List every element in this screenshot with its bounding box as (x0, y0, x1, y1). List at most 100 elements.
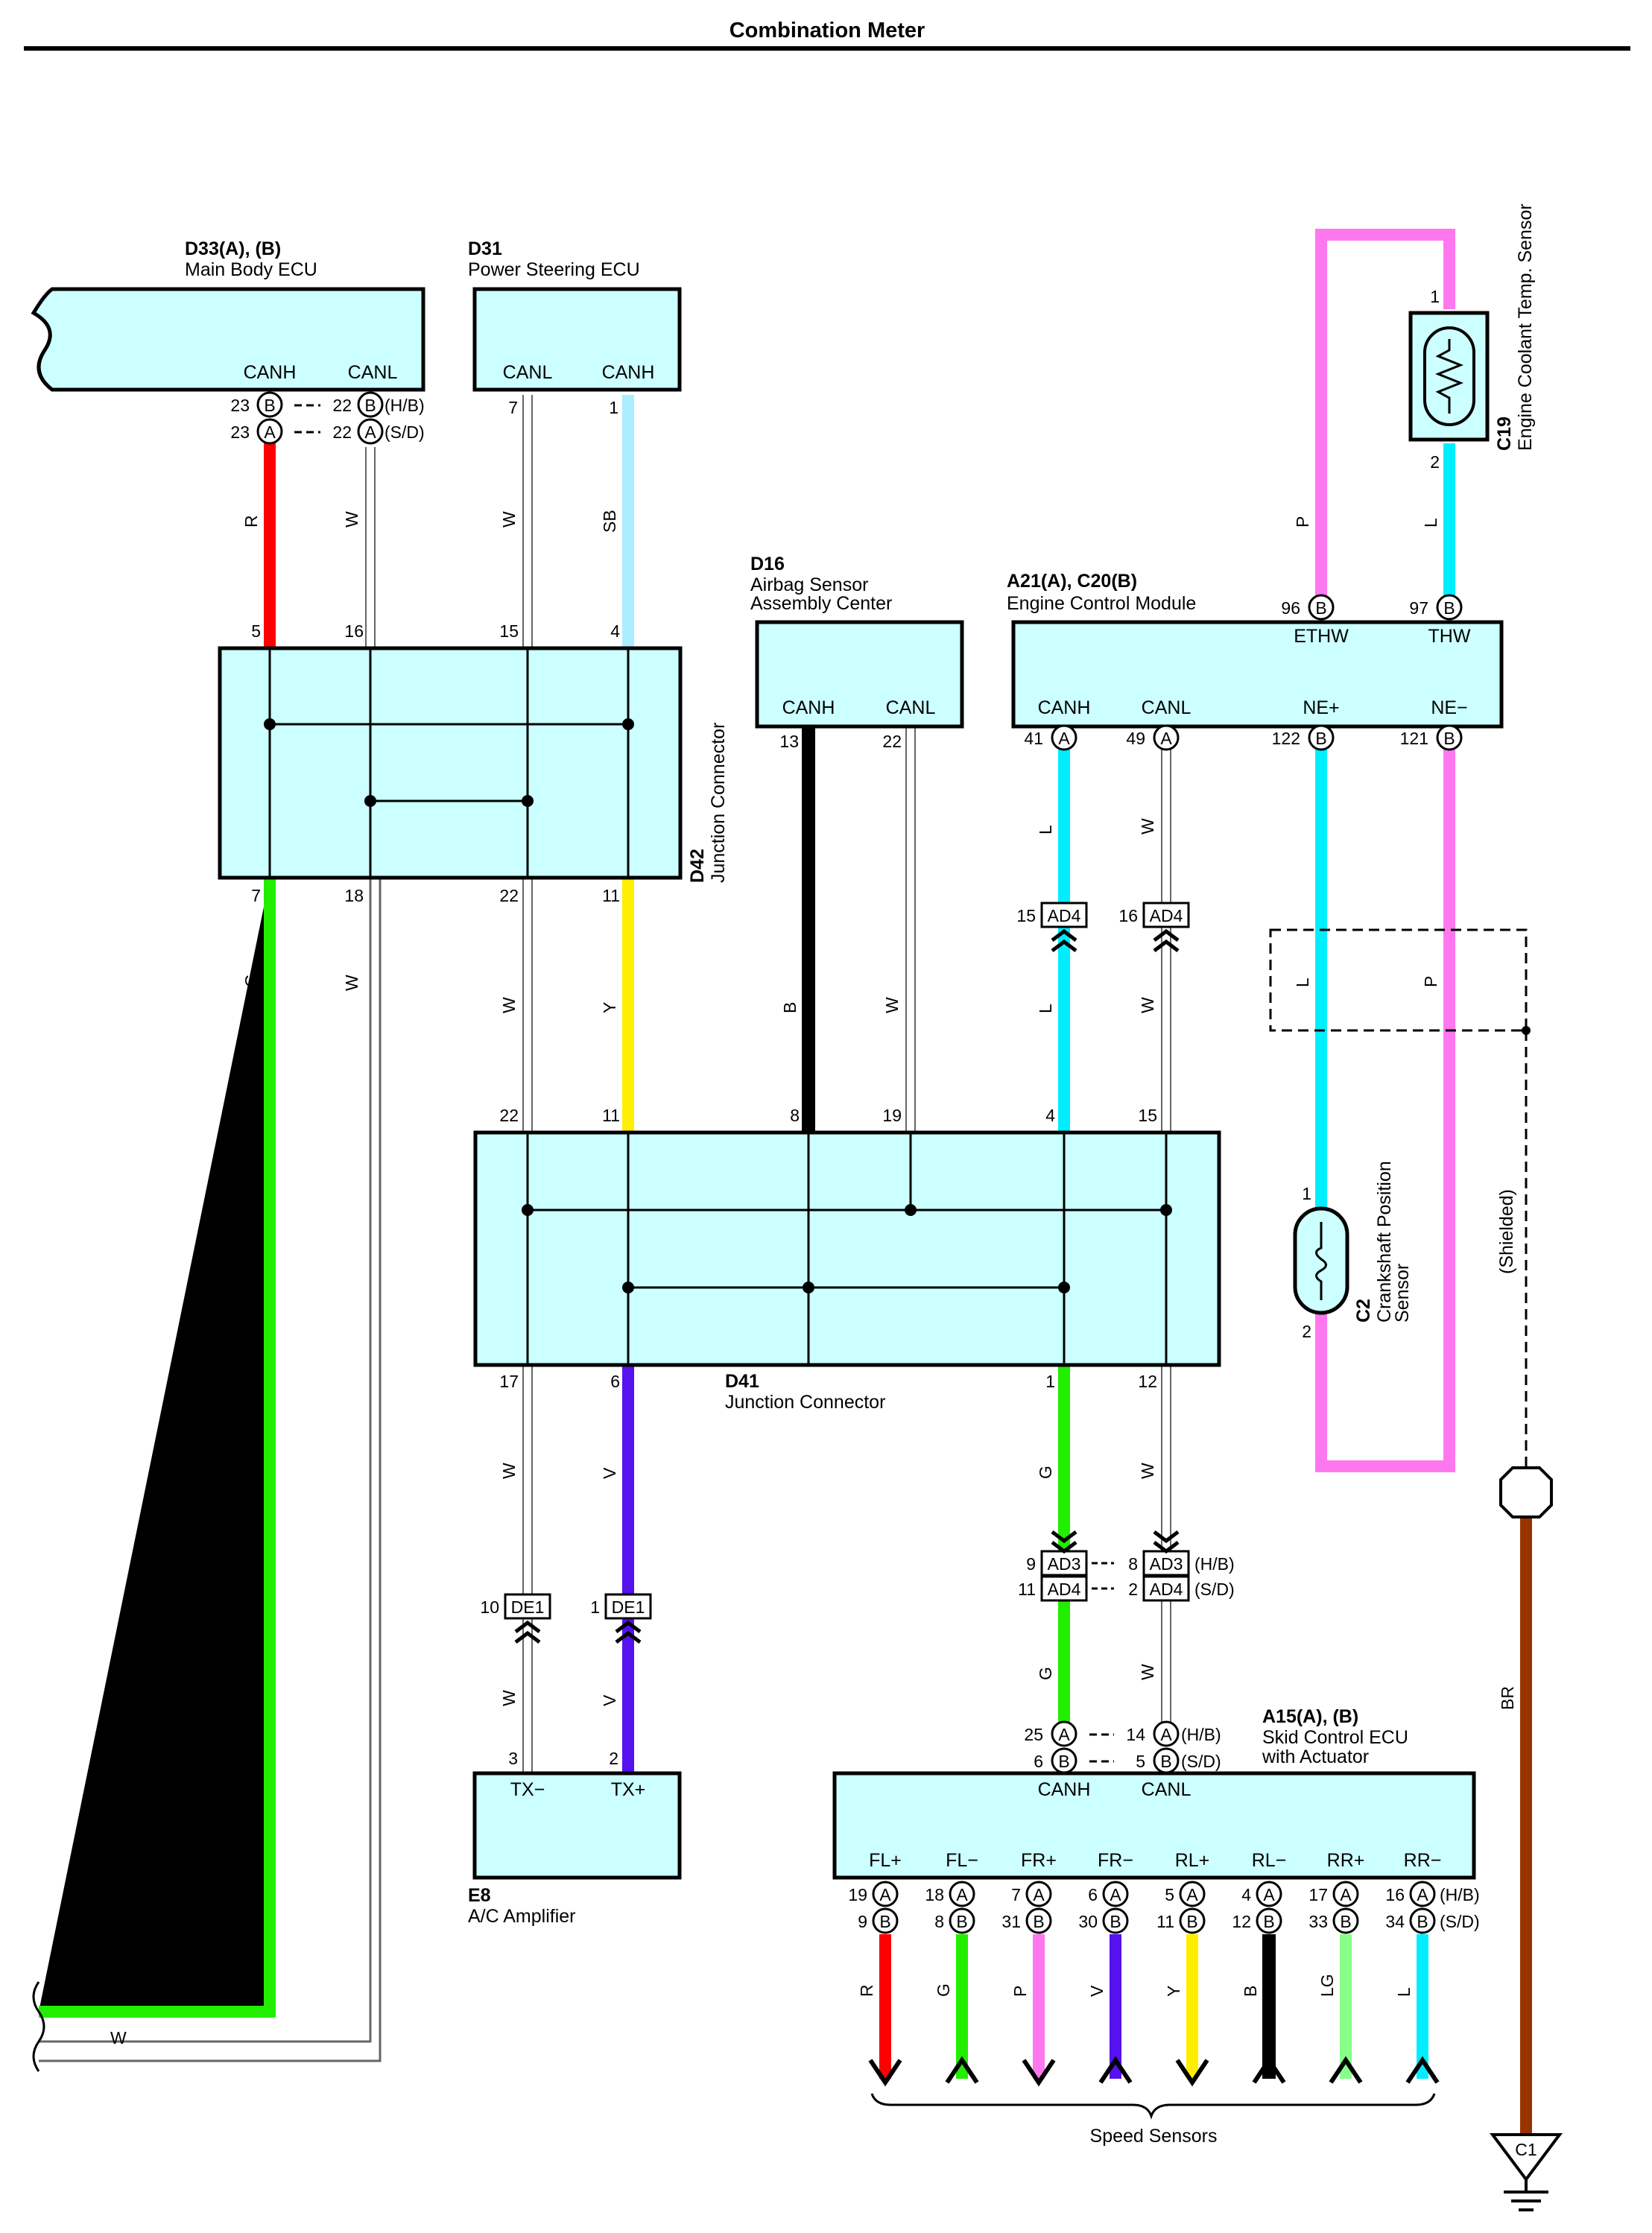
svg-text:BR: BR (1498, 1686, 1517, 1710)
a15-wire-label-2: P (1010, 1986, 1030, 1997)
svg-text:Engine Control Module: Engine Control Module (1007, 593, 1196, 614)
a15-term-1: FL− (946, 1850, 978, 1871)
d31-name: Power Steering ECU (468, 259, 640, 280)
svg-text:A: A (1186, 1885, 1198, 1904)
svg-text:B: B (879, 1912, 890, 1931)
svg-text:Sensor: Sensor (1392, 1264, 1413, 1323)
a15-wire-label-5: B (1241, 1986, 1260, 1997)
a15-wire-label-1: G (934, 1983, 953, 1997)
svg-text:7: 7 (251, 886, 261, 905)
svg-text:1: 1 (590, 1597, 600, 1617)
a15-pin-pa-1 (949, 1881, 975, 1907)
svg-text:AD4: AD4 (1048, 906, 1081, 925)
wire-pink-nem (1315, 747, 1455, 1472)
svg-text:22: 22 (332, 422, 352, 442)
svg-text:CANH: CANH (1038, 1779, 1091, 1800)
svg-text:A: A (1033, 1885, 1045, 1904)
svg-text:B: B (1058, 1752, 1069, 1771)
svg-text:TX+: TX+ (611, 1779, 646, 1800)
a15-pinnum-pb-5: 12 (1232, 1912, 1251, 1931)
d33-name: Main Body ECU (185, 259, 317, 280)
svg-text:2: 2 (609, 1749, 618, 1768)
shield-box (1269, 928, 1528, 1032)
coolant-temp-sensor: 1 2 C19 Engine Coolant Temp. Sensor (1408, 203, 1536, 472)
svg-text:D41: D41 (725, 1371, 759, 1392)
a15-pin-pb-0 (872, 1907, 899, 1934)
a15-pinnum-pa-6: 17 (1308, 1885, 1328, 1904)
svg-text:(S/D): (S/D) (1181, 1752, 1221, 1771)
svg-text:E8: E8 (468, 1885, 491, 1906)
svg-text:3: 3 (508, 1749, 518, 1768)
svg-text:(H/B): (H/B) (384, 396, 425, 415)
skid-control-ecu: A15(A), (B) Skid Control ECU with Actuat… (832, 1706, 1480, 1997)
svg-text:V: V (600, 1467, 619, 1479)
svg-text:6: 6 (610, 1372, 620, 1391)
svg-text:1: 1 (1045, 1372, 1055, 1391)
svg-text:8: 8 (1128, 1554, 1138, 1574)
svg-text:A: A (264, 422, 276, 442)
a15-pinnum-pb-2: 31 (1001, 1912, 1021, 1931)
crankshaft-position-sensor: 1 2 C2 Crankshaft Position Sensor (1293, 1161, 1413, 1341)
svg-text:Engine Coolant Temp. Sensor: Engine Coolant Temp. Sensor (1515, 203, 1536, 451)
svg-text:CANH: CANH (782, 697, 835, 718)
svg-text:(H/B): (H/B) (1440, 1885, 1480, 1904)
a15-term-0: FL+ (869, 1850, 902, 1871)
a15-term-3: FR− (1098, 1850, 1133, 1871)
svg-text:C1: C1 (1515, 2140, 1537, 2159)
svg-text:W: W (342, 975, 361, 991)
a15-pin-pa-0 (872, 1881, 899, 1907)
svg-text:L: L (1293, 978, 1312, 987)
a15-pinnum-pb-1: 8 (934, 1912, 944, 1931)
d31-id: D31 (468, 238, 502, 259)
svg-text:11: 11 (602, 1106, 620, 1125)
svg-text:CANL: CANL (503, 362, 553, 383)
svg-text:A: A (1058, 729, 1070, 748)
a15-pinnum-pa-7: 16 (1385, 1885, 1405, 1904)
svg-text:A21(A), C20(B): A21(A), C20(B) (1007, 571, 1137, 592)
break-marks (32, 1981, 45, 2072)
svg-text:B: B (364, 396, 376, 415)
a15-term-6: RR+ (1327, 1850, 1365, 1871)
svg-text:9: 9 (1026, 1554, 1036, 1574)
svg-text:SB: SB (600, 510, 619, 533)
svg-text:A: A (1417, 1885, 1428, 1904)
svg-text:AD4: AD4 (1048, 1580, 1081, 1599)
svg-text:16: 16 (1118, 906, 1138, 925)
svg-text:W: W (499, 1463, 519, 1479)
wire-w-left-2 (39, 878, 382, 2062)
svg-text:97: 97 (1409, 598, 1428, 618)
svg-text:R: R (241, 515, 261, 528)
a15-pinnum-pb-6: 33 (1308, 1912, 1328, 1931)
a15-terminals: FL+A19B9RFL−A18B8GFR+A7B31PFR−A6B30VRL+A… (848, 1850, 1479, 1997)
svg-text:W: W (342, 511, 361, 528)
svg-text:18: 18 (344, 886, 364, 905)
svg-text:DE1: DE1 (511, 1597, 545, 1617)
a15-pin-pa-4 (1179, 1881, 1206, 1907)
svg-text:5: 5 (251, 621, 261, 641)
svg-text:10: 10 (480, 1597, 499, 1617)
svg-text:AD3: AD3 (1048, 1554, 1081, 1574)
svg-text:22: 22 (499, 886, 519, 905)
svg-text:C2: C2 (1353, 1299, 1374, 1323)
svg-text:DE1: DE1 (612, 1597, 645, 1617)
a15-pinnum-pa-5: 4 (1241, 1885, 1251, 1904)
a15-pinnum-pa-3: 6 (1088, 1885, 1098, 1904)
svg-text:11: 11 (1018, 1580, 1036, 1599)
svg-text:ETHW: ETHW (1294, 626, 1349, 647)
svg-text:G: G (1036, 1466, 1055, 1479)
a15-pin-pa-2 (1025, 1881, 1052, 1907)
svg-text:(H/B): (H/B) (1194, 1554, 1235, 1574)
svg-text:W: W (499, 511, 519, 528)
a15-pinnum-pa-1: 18 (925, 1885, 944, 1904)
svg-text:6: 6 (1034, 1752, 1043, 1771)
wire-pink-c19-top (1315, 229, 1455, 596)
wire-w-left-1 (39, 878, 372, 2043)
a15-pinnum-pa-2: 7 (1011, 1885, 1021, 1904)
svg-text:with Actuator: with Actuator (1262, 1746, 1369, 1767)
svg-text:W: W (499, 1690, 519, 1706)
ac-amplifier: TX− TX+ 3 2 E8 A/C Amplifier (468, 1749, 682, 1927)
airbag-sensor: D16 Airbag Sensor Assembly Center CANH C… (750, 554, 964, 751)
svg-text:1: 1 (1430, 287, 1440, 306)
svg-text:THW: THW (1428, 626, 1471, 647)
svg-text:G: G (1036, 1667, 1055, 1680)
